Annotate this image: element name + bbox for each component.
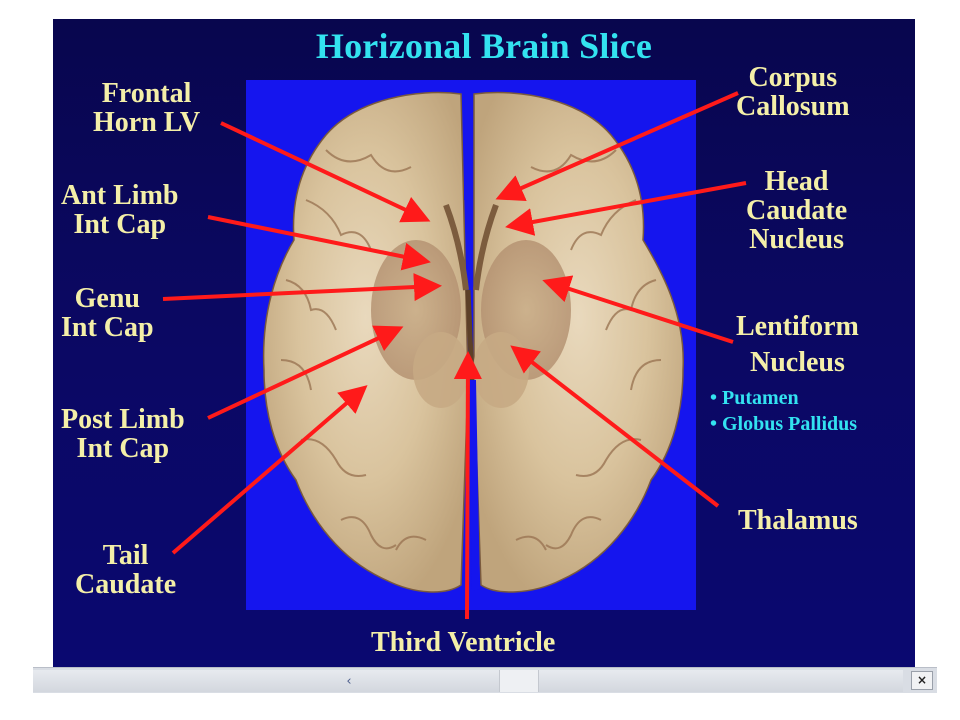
label-lentiform-nucleus: Lentiform Nucleus (736, 309, 859, 381)
scroll-left-arrow-icon[interactable]: ‹ (346, 674, 352, 689)
label-line: Int Cap (61, 312, 154, 343)
label-genu-int-cap: Genu Int Cap (61, 284, 154, 342)
label-line: Nucleus (749, 347, 845, 378)
horizontal-scrollbar[interactable]: ‹ × (33, 667, 937, 693)
close-icon[interactable]: × (911, 671, 933, 690)
label-line: Lentiform (736, 311, 859, 342)
slide: Horizonal Brain Slice (53, 19, 915, 667)
label-line: Horn LV (93, 107, 201, 138)
label-line: Frontal (101, 78, 192, 109)
label-line: Callosum (736, 91, 850, 122)
list-item-putamen: • Putamen (710, 387, 799, 409)
label-line: Int Cap (76, 433, 170, 464)
label-line: Caudate (75, 569, 177, 600)
label-third-ventricle: Third Ventricle (371, 627, 556, 658)
label-line: Post Limb (61, 404, 185, 435)
scrollbar-thumb[interactable] (499, 670, 539, 692)
list-item-globus-pallidus: • Globus Pallidus (710, 413, 858, 435)
label-corpus-callosum: Corpus Callosum (736, 63, 850, 121)
label-post-limb-int-cap: Post Limb Int Cap (61, 405, 185, 463)
label-line: Ant Limb (61, 180, 179, 211)
label-tail-caudate: Tail Caudate (75, 541, 176, 599)
brain-slice-image (246, 80, 696, 610)
scrollbar-track[interactable]: ‹ (33, 670, 903, 692)
label-line: Corpus (748, 62, 838, 93)
label-line: Head (764, 166, 829, 197)
slide-title: Horizonal Brain Slice (315, 26, 653, 66)
label-line: Caudate (746, 195, 848, 226)
label-thalamus: Thalamus (738, 505, 858, 536)
lentiform-parts-list: • Putamen • Globus Pallidus (710, 385, 857, 437)
label-line: Tail (102, 540, 149, 571)
label-head-caudate-nucleus: Head Caudate Nucleus (746, 167, 847, 254)
label-line: Int Cap (73, 209, 167, 240)
label-line: Nucleus (749, 224, 845, 255)
label-frontal-horn-lv: Frontal Horn LV (93, 79, 200, 137)
label-ant-limb-int-cap: Ant Limb Int Cap (61, 181, 178, 239)
label-line: Genu (74, 283, 140, 314)
